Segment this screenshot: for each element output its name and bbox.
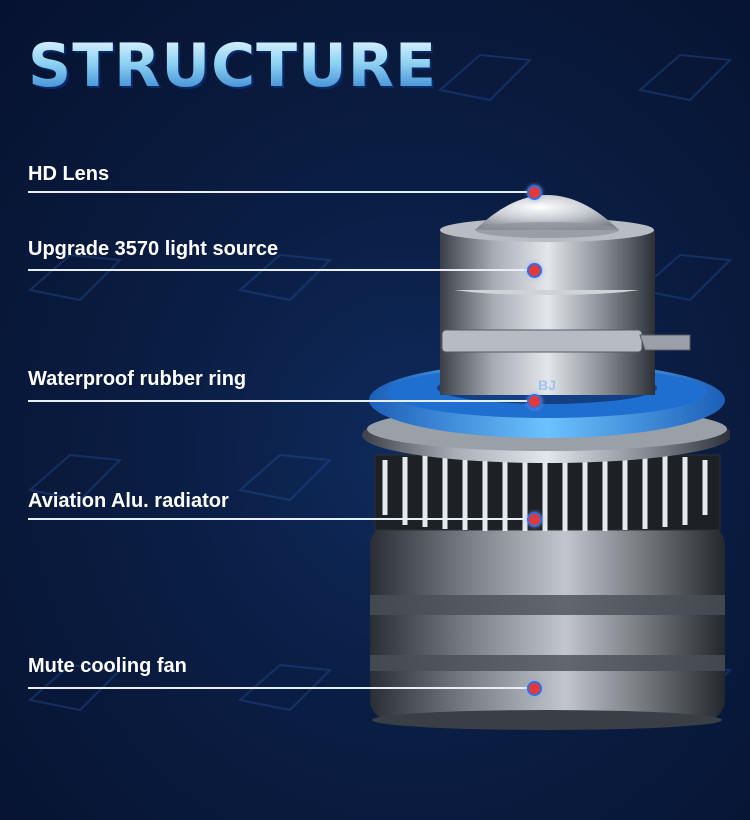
callout-rubber-ring-dot [527,394,542,409]
callout-hd-lens-dot [527,185,542,200]
callout-hd-lens-label: HD Lens [28,163,110,185]
callout-radiator-label: Aviation Alu. radiator [28,490,229,512]
callout-rubber-ring-line [28,400,534,402]
callout-radiator-line [28,518,534,520]
headlight-bulb-illustration: BJ [362,195,730,730]
callout-light-source-label: Upgrade 3570 light source [28,238,279,260]
callout-radiator-dot [527,512,542,527]
callout-hd-lens-line [28,191,534,193]
callout-cooling-fan-line [28,687,534,689]
page-title: STRUCTURE [28,31,437,101]
callout-cooling-fan-label: Mute cooling fan [28,655,187,677]
callout-light-source-dot [527,263,542,278]
callout-cooling-fan-dot [527,681,542,696]
product-mark: BJ [538,377,556,393]
callout-light-source-line [28,269,534,271]
callout-rubber-ring-label: Waterproof rubber ring [28,368,247,390]
